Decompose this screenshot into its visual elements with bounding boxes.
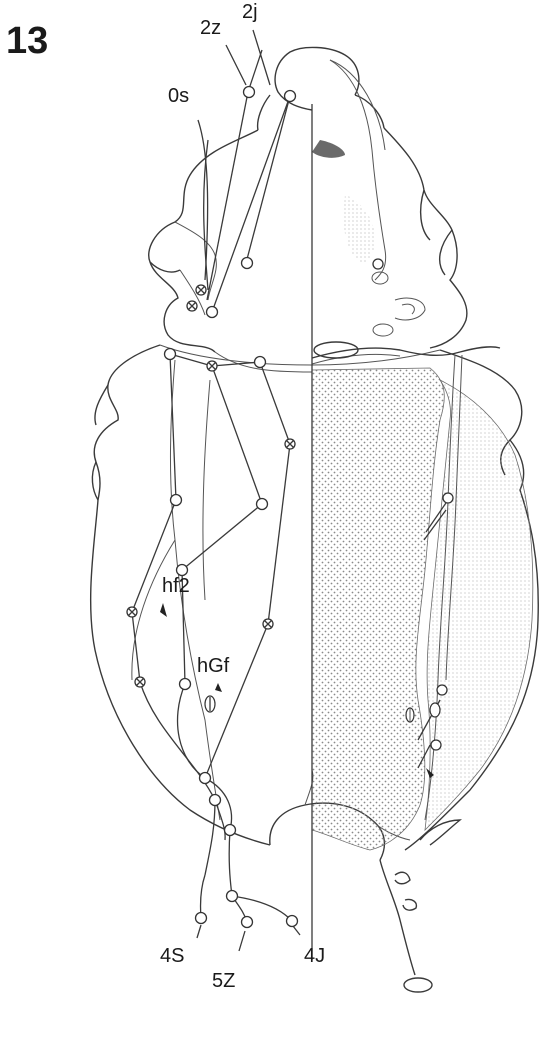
setal-connections (132, 30, 300, 951)
seta (437, 685, 447, 695)
seta (431, 740, 441, 750)
pore (135, 677, 145, 687)
seta (177, 565, 188, 576)
label-4S: 4S (160, 945, 184, 967)
seta (227, 891, 238, 902)
stippled-region (312, 140, 533, 850)
pore (207, 361, 217, 371)
seta-2j (285, 91, 296, 102)
seta (443, 493, 453, 503)
pore (196, 285, 206, 295)
seta (225, 825, 236, 836)
label-hf2: hf2 (162, 575, 190, 597)
pore (187, 301, 197, 311)
label-2z: 2z (200, 17, 221, 39)
hGf-gland (205, 696, 215, 712)
seta (210, 795, 221, 806)
label-4J: 4J (304, 945, 325, 967)
seta-4S (196, 913, 207, 924)
seta-2z (244, 87, 255, 98)
pore (285, 439, 295, 449)
seta-5Z (242, 917, 253, 928)
seta (255, 357, 266, 368)
seta (171, 495, 182, 506)
seta (242, 258, 253, 269)
pore (127, 607, 137, 617)
seta (180, 679, 191, 690)
label-0s: 0s (168, 85, 189, 107)
labels: 2z 2j 0s hf2 hGf 4S 5Z 4J (160, 1, 325, 992)
seta (207, 307, 218, 318)
label-5Z: 5Z (212, 970, 235, 992)
label-hGf: hGf (197, 655, 230, 677)
seta (373, 259, 383, 269)
seta (257, 499, 268, 510)
seta (200, 773, 211, 784)
seta-4J (287, 916, 298, 927)
label-2j: 2j (242, 1, 258, 23)
pore (263, 619, 273, 629)
seta (165, 349, 176, 360)
